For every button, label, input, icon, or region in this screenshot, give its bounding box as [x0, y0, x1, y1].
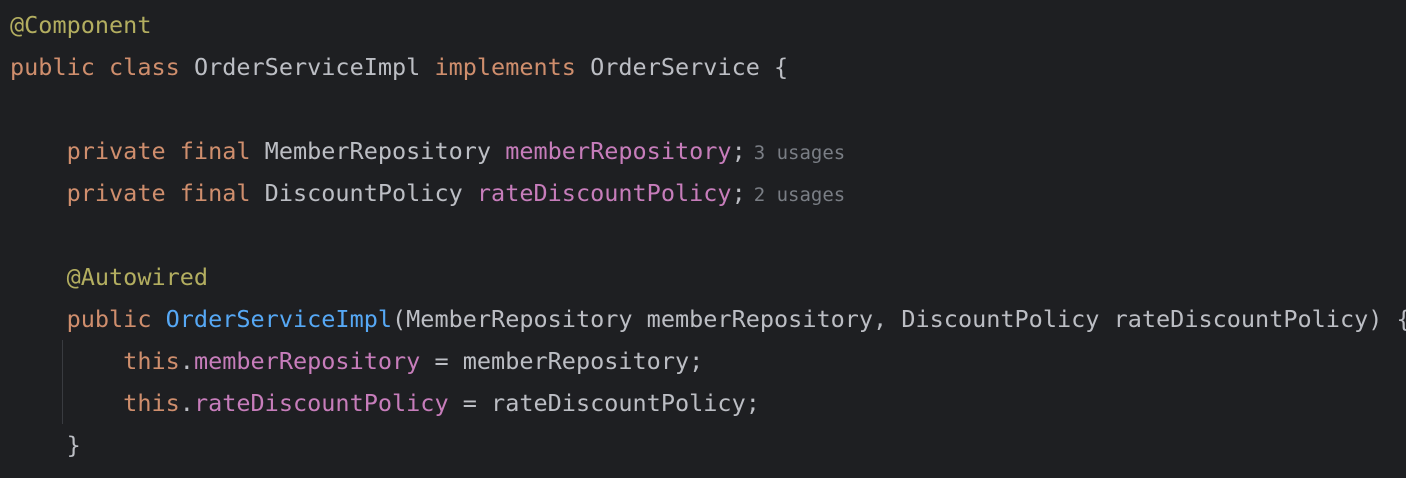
code-token: rateDiscountPolicy [476, 179, 732, 207]
code-token: OrderServiceImpl [193, 53, 435, 81]
code-token: = rateDiscountPolicy; [448, 389, 760, 417]
code-line[interactable]: private final MemberRepository memberRep… [10, 136, 846, 166]
code-token: OrderServiceImpl [165, 305, 393, 333]
code-token: rateDiscountPolicy [193, 389, 449, 417]
code-token: this [10, 347, 180, 375]
code-token: public class [10, 53, 194, 81]
code-token: public [10, 305, 166, 333]
code-token: (MemberRepository memberRepository, Disc… [392, 305, 1406, 333]
code-token: DiscountPolicy [264, 179, 477, 207]
code-token: . [179, 347, 194, 375]
usages-hint[interactable]: 3 usages [753, 142, 846, 164]
indent-guide [62, 340, 63, 424]
code-token: ; [731, 179, 746, 207]
code-token: memberRepository [193, 347, 421, 375]
code-token: this [10, 389, 180, 417]
code-token: ; [731, 137, 746, 165]
code-line[interactable]: private final DiscountPolicy rateDiscoun… [10, 178, 846, 208]
code-line[interactable]: @Component [10, 10, 151, 40]
code-line[interactable]: @Autowired [10, 262, 209, 292]
code-token: = memberRepository; [420, 347, 704, 375]
code-token: OrderService { [590, 53, 789, 81]
code-token: @Component [10, 11, 152, 39]
code-token: @Autowired [10, 263, 209, 291]
code-line[interactable]: public class OrderServiceImpl implements… [10, 52, 788, 82]
code-token: implements [434, 53, 591, 81]
code-token: MemberRepository [264, 137, 506, 165]
code-line[interactable]: } [10, 430, 81, 460]
code-token: . [179, 389, 194, 417]
code-line[interactable]: this.rateDiscountPolicy = rateDiscountPo… [10, 388, 760, 418]
code-line[interactable]: public OrderServiceImpl(MemberRepository… [10, 304, 1406, 334]
usages-hint[interactable]: 2 usages [753, 184, 846, 206]
code-token: private final [10, 179, 265, 207]
code-token: memberRepository [505, 137, 732, 165]
code-line[interactable]: this.memberRepository = memberRepository… [10, 346, 703, 376]
code-token: private final [10, 137, 265, 165]
code-token: } [10, 431, 81, 459]
